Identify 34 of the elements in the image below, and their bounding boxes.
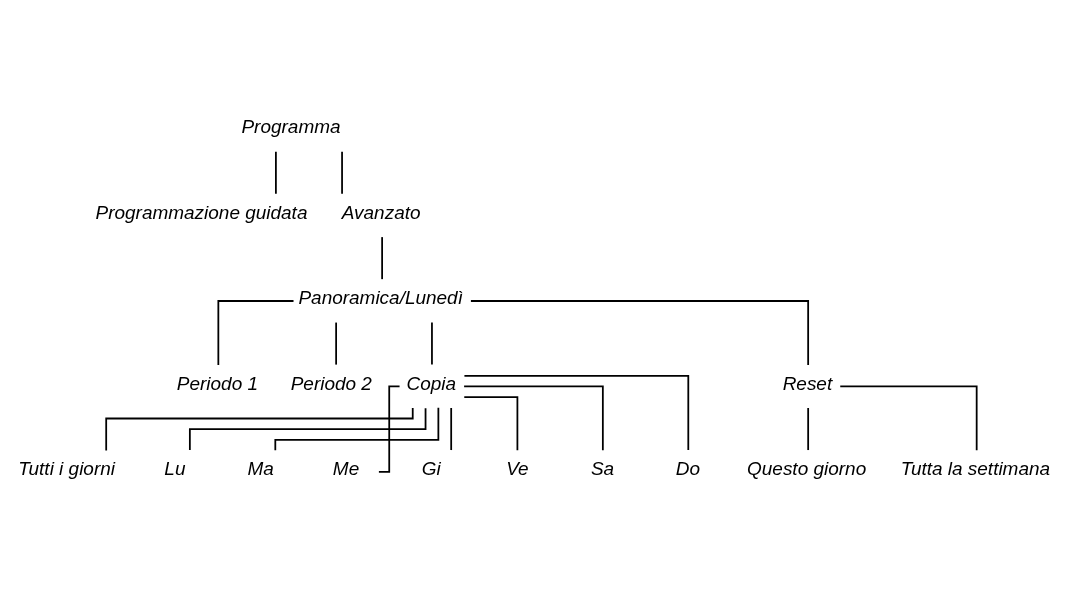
node-text: Tutta la settimana — [900, 457, 1051, 479]
node-text: Lu — [164, 457, 186, 479]
node-text: Reset — [782, 372, 833, 394]
connector — [335, 321, 337, 365]
connector — [381, 235, 383, 280]
connector — [807, 406, 810, 451]
node-text: Programma — [241, 115, 341, 137]
connector — [105, 406, 414, 451]
connector — [450, 406, 453, 451]
connector — [470, 299, 810, 366]
connector — [341, 150, 343, 195]
connector — [431, 321, 433, 365]
connector — [839, 385, 978, 451]
node-text: Questo giorno — [747, 457, 867, 479]
connector — [274, 406, 440, 451]
connector — [188, 406, 427, 451]
node-text: Ma — [247, 457, 274, 479]
connector — [463, 395, 519, 451]
node-text: Sa — [590, 457, 615, 479]
node-text: Gi — [421, 457, 441, 479]
node-text: Do — [675, 457, 701, 479]
node-text: Copia — [406, 372, 456, 394]
node-text: Avanzato — [341, 201, 421, 223]
node-text: Tutti i giorni — [18, 457, 116, 479]
node-text: Me — [332, 457, 360, 479]
node-text: Periodo 1 — [176, 372, 259, 394]
node-text: Periodo 2 — [290, 372, 372, 394]
node-text: Panoramica/Lunedì — [298, 286, 463, 308]
connector — [275, 150, 277, 195]
connector — [463, 385, 604, 451]
connector — [463, 374, 690, 451]
node-text: Programmazione guidata — [95, 201, 308, 223]
connector — [217, 299, 295, 366]
node-text: Ve — [506, 457, 529, 479]
